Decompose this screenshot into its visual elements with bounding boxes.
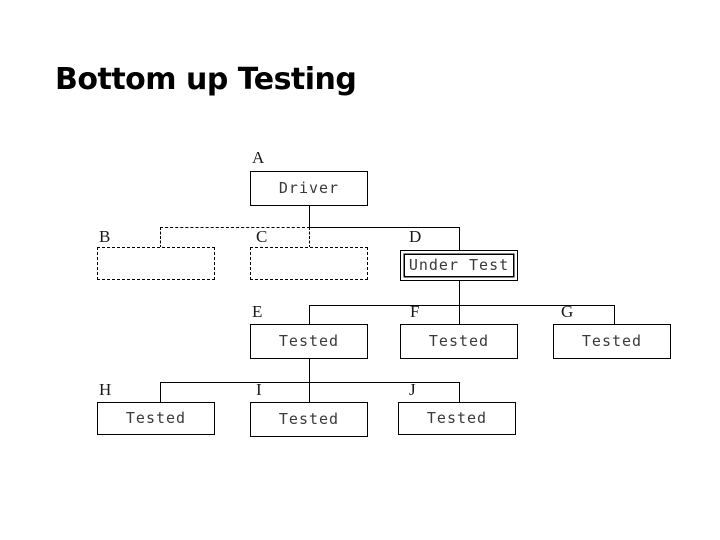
node-g-tested[interactable]: Tested xyxy=(553,324,671,359)
node-h-text: Tested xyxy=(125,409,187,427)
node-f-tested[interactable]: Tested xyxy=(400,324,518,359)
node-f-text: Tested xyxy=(428,332,490,350)
node-c-stub[interactable] xyxy=(250,247,368,280)
node-j-tested[interactable]: Tested xyxy=(398,402,516,435)
edge-bus1-to-d xyxy=(459,227,460,251)
node-e-tested[interactable]: Tested xyxy=(250,324,368,359)
edge-bus2 xyxy=(309,305,615,306)
edge-d-down xyxy=(459,281,460,306)
edge-bus2-to-f xyxy=(459,305,460,325)
edge-bus3 xyxy=(160,382,460,383)
node-i-text: Tested xyxy=(278,410,340,428)
node-label-b: B xyxy=(99,227,111,246)
edge-a-down xyxy=(309,206,310,228)
node-label-f: F xyxy=(410,302,420,321)
node-d-text: Under Test xyxy=(408,256,510,274)
node-label-h: H xyxy=(99,380,112,399)
node-a-text: Driver xyxy=(278,179,340,197)
node-label-g: G xyxy=(561,302,574,321)
node-d-under-test[interactable]: Under Test xyxy=(400,250,518,281)
edge-bus1-to-b xyxy=(160,227,161,248)
edge-bus1-left xyxy=(160,227,310,228)
page-title: Bottom up Testing xyxy=(55,62,357,97)
edge-bus3-to-i xyxy=(309,382,310,403)
node-label-d: D xyxy=(409,227,422,246)
edge-bus1-to-c xyxy=(309,227,310,248)
edge-bus3-to-j xyxy=(459,382,460,403)
node-g-text: Tested xyxy=(581,332,643,350)
node-e-text: Tested xyxy=(278,332,340,350)
node-label-c: C xyxy=(256,227,268,246)
node-i-tested[interactable]: Tested xyxy=(250,402,368,437)
edge-bus2-to-e xyxy=(309,305,310,325)
node-label-e: E xyxy=(252,302,263,321)
node-label-i: I xyxy=(256,380,262,399)
node-h-tested[interactable]: Tested xyxy=(97,402,215,435)
node-b-stub[interactable] xyxy=(97,247,215,280)
node-a-driver[interactable]: Driver xyxy=(250,171,368,206)
node-j-text: Tested xyxy=(426,409,488,427)
node-label-a: A xyxy=(252,148,265,167)
edge-bus1-right xyxy=(309,227,460,228)
edge-bus3-to-h xyxy=(160,382,161,403)
edge-bus2-to-g xyxy=(614,305,615,325)
node-label-j: J xyxy=(409,380,416,399)
edge-e-down xyxy=(309,359,310,383)
